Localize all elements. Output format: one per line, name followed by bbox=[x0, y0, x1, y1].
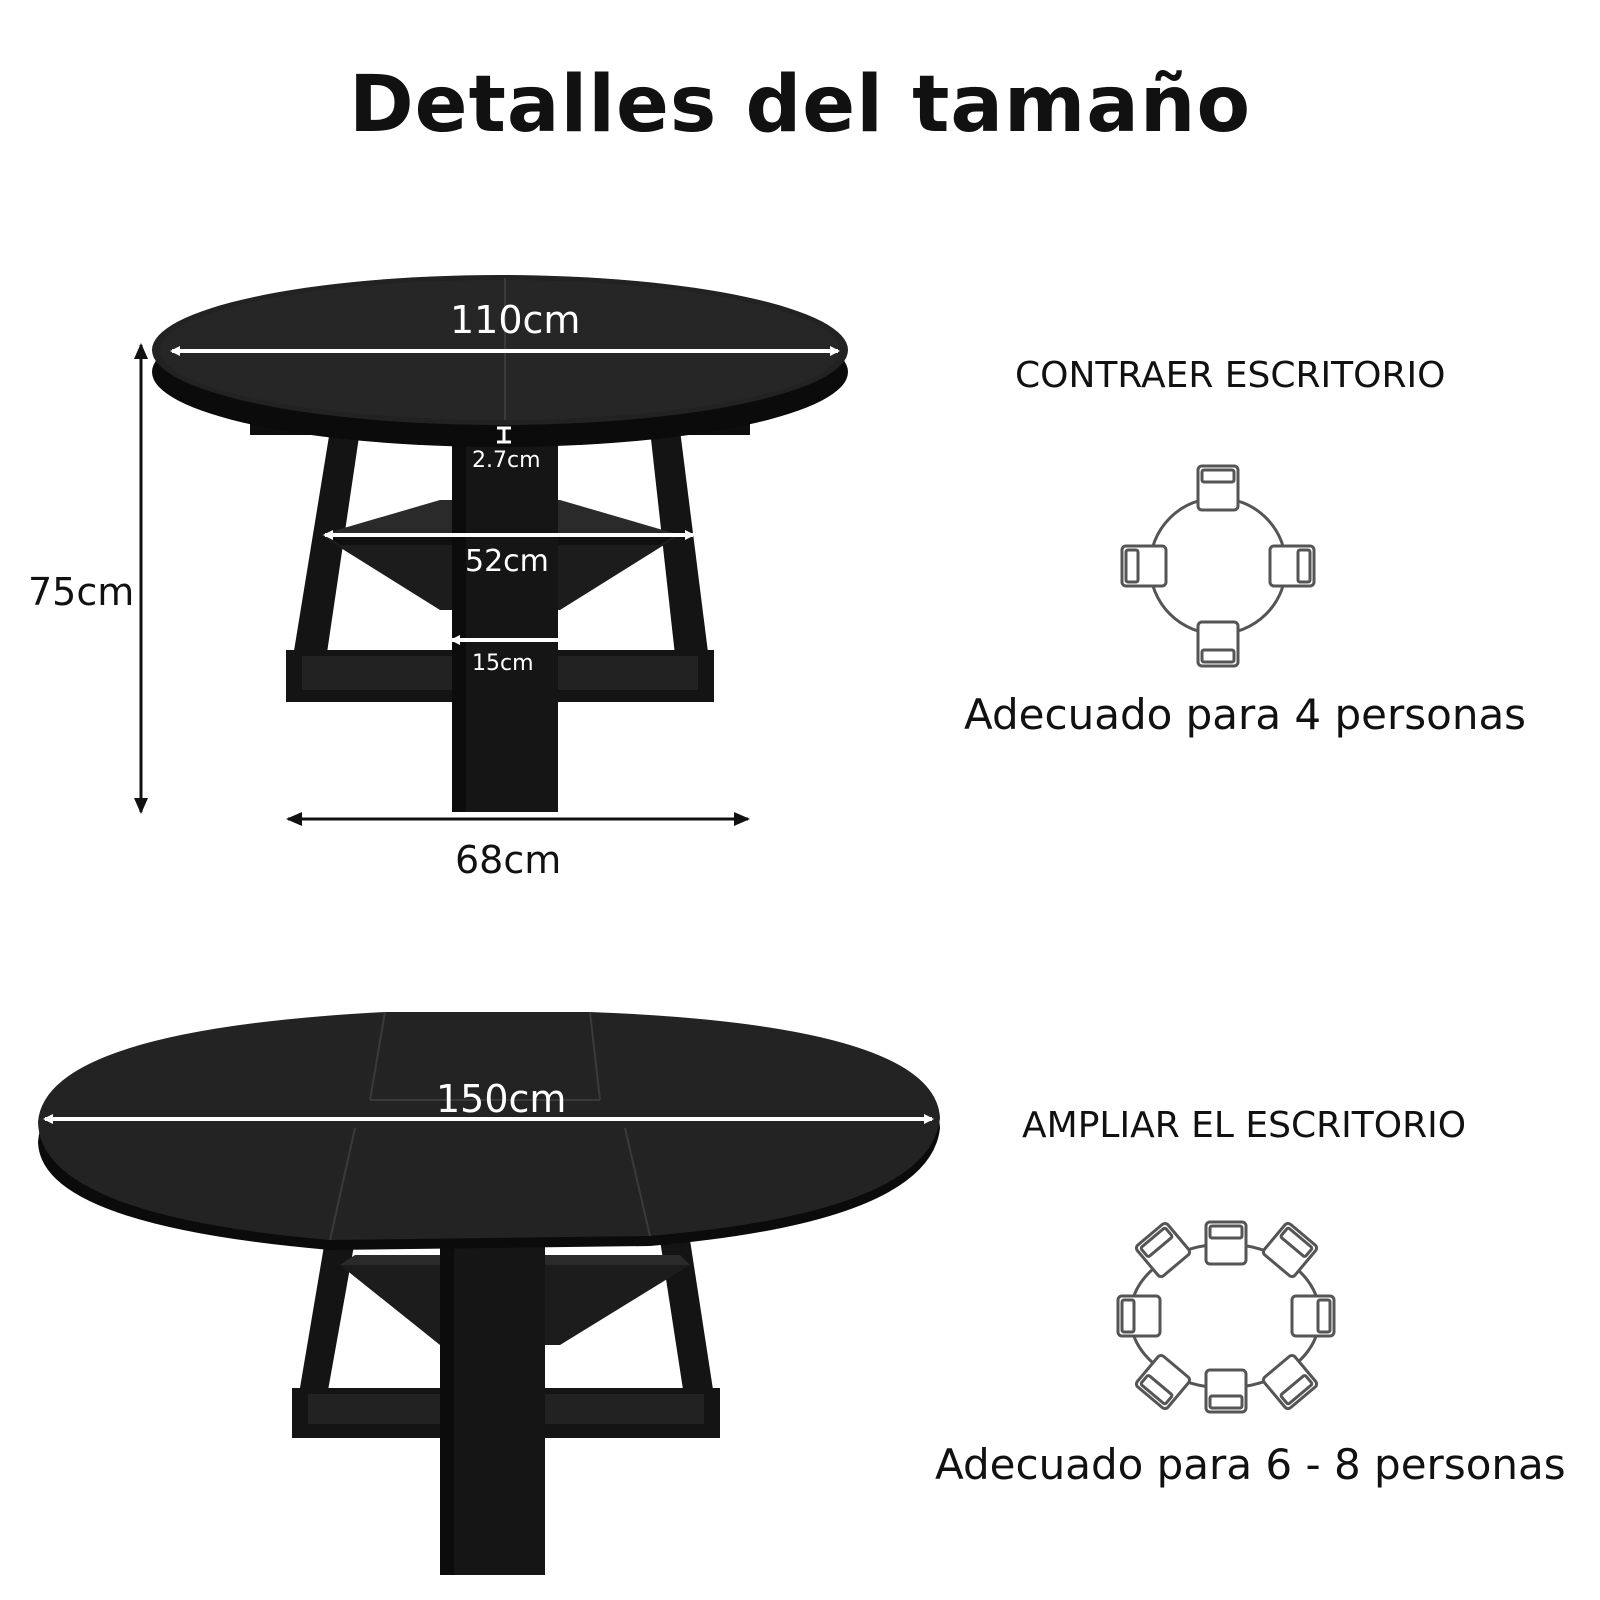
page-title: Detalles del tamaño bbox=[348, 60, 1252, 150]
thickness-marker bbox=[497, 426, 511, 444]
shelf-width-label: 52cm bbox=[465, 544, 549, 579]
leg-width-label: 15cm bbox=[472, 651, 534, 676]
expanded-table-base bbox=[292, 1240, 720, 1575]
length-label: 150cm bbox=[436, 1077, 567, 1121]
height-label: 75cm bbox=[28, 570, 135, 614]
collapsed-capacity-label: Adecuado para 4 personas bbox=[964, 690, 1527, 739]
expand-mode-label: AMPLIAR EL ESCRITORIO bbox=[1022, 1105, 1467, 1146]
collapse-mode-label: CONTRAER ESCRITORIO bbox=[1015, 355, 1446, 396]
thickness-label: 2.7cm bbox=[472, 448, 541, 473]
expanded-capacity-label: Adecuado para 6 - 8 personas bbox=[935, 1440, 1566, 1489]
diameter-label: 110cm bbox=[450, 298, 581, 342]
base-width-label: 68cm bbox=[455, 838, 562, 882]
expanded-tabletop bbox=[38, 1011, 940, 1250]
collapsed-table-base bbox=[286, 420, 714, 812]
